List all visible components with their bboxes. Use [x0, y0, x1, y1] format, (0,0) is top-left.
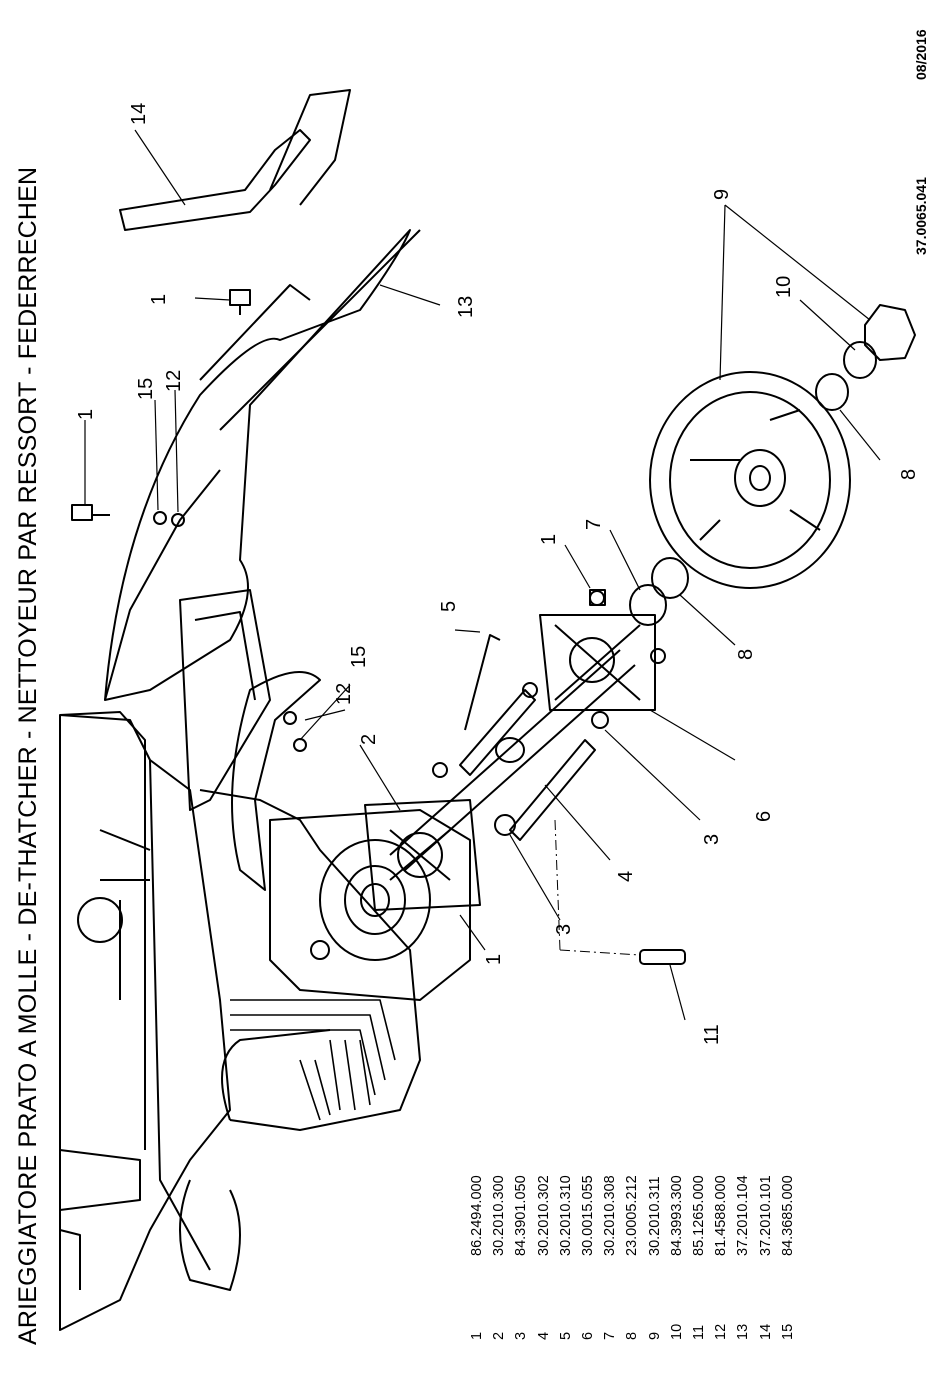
pin-11: [639, 949, 686, 965]
parts-list-row: 8 23.0005.212: [621, 1175, 643, 1340]
callout-10: 10: [773, 276, 795, 298]
callout-1: 1: [483, 954, 505, 965]
callout-1: 1: [75, 409, 97, 420]
part-code: 81.4588.000: [713, 1175, 730, 1256]
parts-list-row: 7 30.2010.308: [599, 1175, 621, 1340]
part-number: 11: [691, 1324, 708, 1340]
leader-lines: [84, 129, 881, 1021]
side-guard: [179, 589, 271, 811]
parts-list-row: 6 30.0015.055: [577, 1175, 599, 1340]
callout-labels: 1 1 15 12 13 14 10 9 8 8 7 1 5 6 3 4 3 2…: [75, 103, 920, 1045]
parts-list-row: 10 84.3993.300: [666, 1175, 688, 1340]
parts-list-row: 15 84.3685.000: [777, 1175, 799, 1340]
axle-and-rods: [389, 634, 636, 871]
part-number: 6: [580, 1331, 597, 1340]
part-number: 15: [779, 1323, 796, 1340]
part-code: 30.2010.302: [535, 1175, 552, 1256]
callout-3: 3: [701, 834, 723, 845]
wheel-9: [649, 371, 851, 589]
part-number: 1: [469, 1331, 485, 1340]
part-code: 84.3685.000: [779, 1175, 796, 1256]
parts-list-row: 14 37.2010.101: [755, 1175, 777, 1340]
callout-8: 8: [735, 649, 757, 660]
parts-list-row: 4 30.2010.302: [533, 1175, 555, 1340]
parts-list-row: 2 30.2010.300: [488, 1175, 510, 1340]
washers-nuts: [153, 511, 307, 752]
callout-14: 14: [128, 103, 150, 125]
part-number: 13: [735, 1323, 752, 1340]
callout-15: 15: [135, 378, 157, 400]
flange-plate-6: [539, 590, 666, 711]
part-code: 37.2010.104: [735, 1175, 752, 1256]
part-number: 10: [668, 1323, 685, 1340]
parts-list-row: 1 86.2494.000: [466, 1175, 488, 1340]
callout-12: 12: [333, 683, 355, 705]
parts-list-row: 13 37.2010.104: [732, 1175, 754, 1340]
callout-2: 2: [358, 734, 380, 745]
part-code: 84.3993.300: [668, 1175, 685, 1256]
callout-1: 1: [538, 534, 560, 545]
part-number: 5: [557, 1331, 574, 1340]
part-number: 7: [602, 1331, 619, 1340]
front-shroud: [231, 671, 321, 891]
mounting-plate-2: [364, 799, 481, 911]
part-number: 3: [513, 1331, 530, 1340]
bolts-1: [71, 289, 606, 606]
callout-5: 5: [438, 601, 460, 612]
callout-4: 4: [615, 871, 637, 882]
part-code: 85.1265.000: [691, 1175, 708, 1256]
parts-list-row: 11 85.1265.000: [688, 1175, 710, 1340]
scraper-bar: [119, 89, 351, 231]
part-code: 30.2010.300: [491, 1175, 508, 1256]
part-code: 30.2010.310: [557, 1175, 574, 1256]
deflector-shield: [104, 229, 421, 701]
part-code: 30.0015.055: [580, 1175, 597, 1256]
callout-13: 13: [455, 296, 477, 318]
part-code: 84.3901.050: [513, 1175, 530, 1256]
mower-body: [59, 711, 421, 1331]
bushings-and-cap: [629, 304, 916, 626]
part-code: 30.2010.308: [602, 1175, 619, 1256]
part-number: 2: [491, 1331, 508, 1340]
part-number: 12: [713, 1323, 730, 1340]
part-code: 23.0005.212: [624, 1175, 641, 1256]
callout-1: 1: [148, 294, 170, 305]
callout-8: 8: [898, 469, 920, 480]
part-number: 9: [646, 1331, 663, 1340]
callout-7: 7: [583, 519, 605, 530]
part-number: 14: [757, 1323, 774, 1340]
callout-3: 3: [553, 924, 575, 935]
spring-tines: [230, 999, 396, 1121]
parts-list: 1 86.2494.000 2 30.2010.300 3 84.3901.050 4 30.…: [466, 1175, 799, 1340]
callout-11: 11: [701, 1024, 723, 1045]
parts-list-row: 5 30.2010.310: [555, 1175, 577, 1340]
callout-9: 9: [711, 189, 733, 200]
callout-6: 6: [753, 811, 775, 822]
part-number: 4: [535, 1331, 552, 1340]
gearbox-housing: [269, 809, 471, 1001]
callout-15: 15: [348, 646, 370, 668]
part-code: 86.2494.000: [469, 1175, 485, 1256]
parts-list-row: 3 84.3901.050: [510, 1175, 532, 1340]
callout-12: 12: [163, 370, 185, 392]
parts-list-row: 12 81.4588.000: [710, 1175, 732, 1340]
parts-list-row: 9 30.2010.311: [644, 1175, 666, 1340]
part-code: 37.2010.101: [757, 1175, 774, 1256]
part-code: 30.2010.311: [646, 1176, 663, 1256]
part-number: 8: [624, 1331, 641, 1340]
